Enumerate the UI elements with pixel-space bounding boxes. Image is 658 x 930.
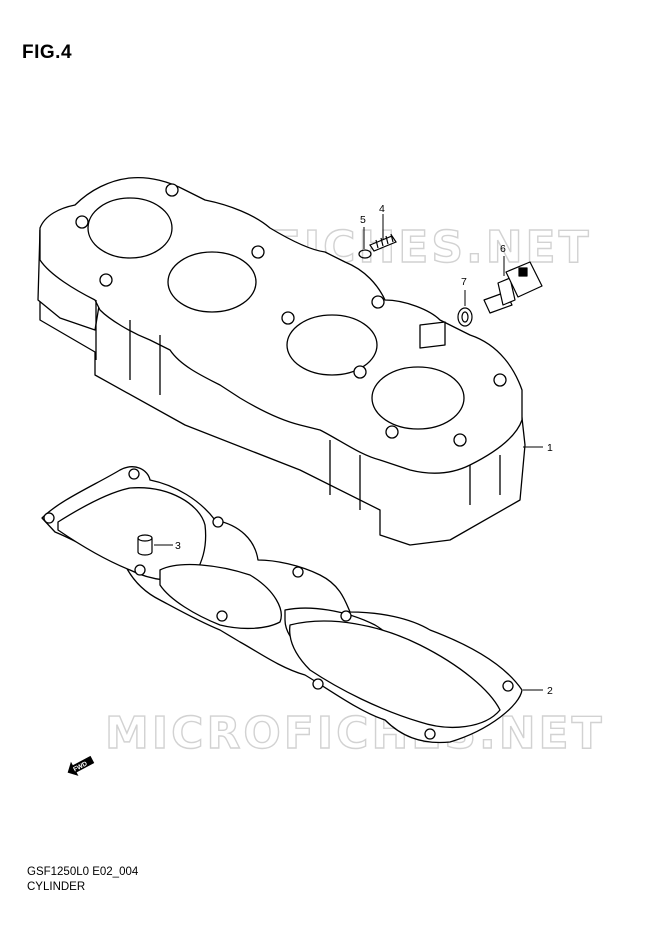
callout-6: 6 <box>500 243 506 255</box>
dowel-pin <box>137 534 153 556</box>
stud-bolt <box>369 233 397 252</box>
callout-4: 4 <box>379 203 385 215</box>
callout-3: 3 <box>175 540 181 552</box>
callout-5: 5 <box>360 214 366 226</box>
callout-2: 2 <box>547 685 553 697</box>
cylinder-base-gasket <box>41 466 523 744</box>
callout-1: 1 <box>547 442 553 454</box>
fwd-arrow-icon: FWD <box>67 755 95 776</box>
diagram-code: GSF1250L0 E02_004 <box>27 866 139 878</box>
diagram-caption: CYLINDER <box>27 881 86 893</box>
sensor-washer <box>457 307 473 327</box>
temperature-sensor <box>483 261 543 314</box>
callout-7: 7 <box>461 276 467 288</box>
cylinder-block <box>37 176 526 546</box>
o-ring <box>358 249 372 259</box>
figure-title: FIG.4 <box>22 42 73 63</box>
watermark-lower: MICROFICHES.NET <box>105 708 605 759</box>
